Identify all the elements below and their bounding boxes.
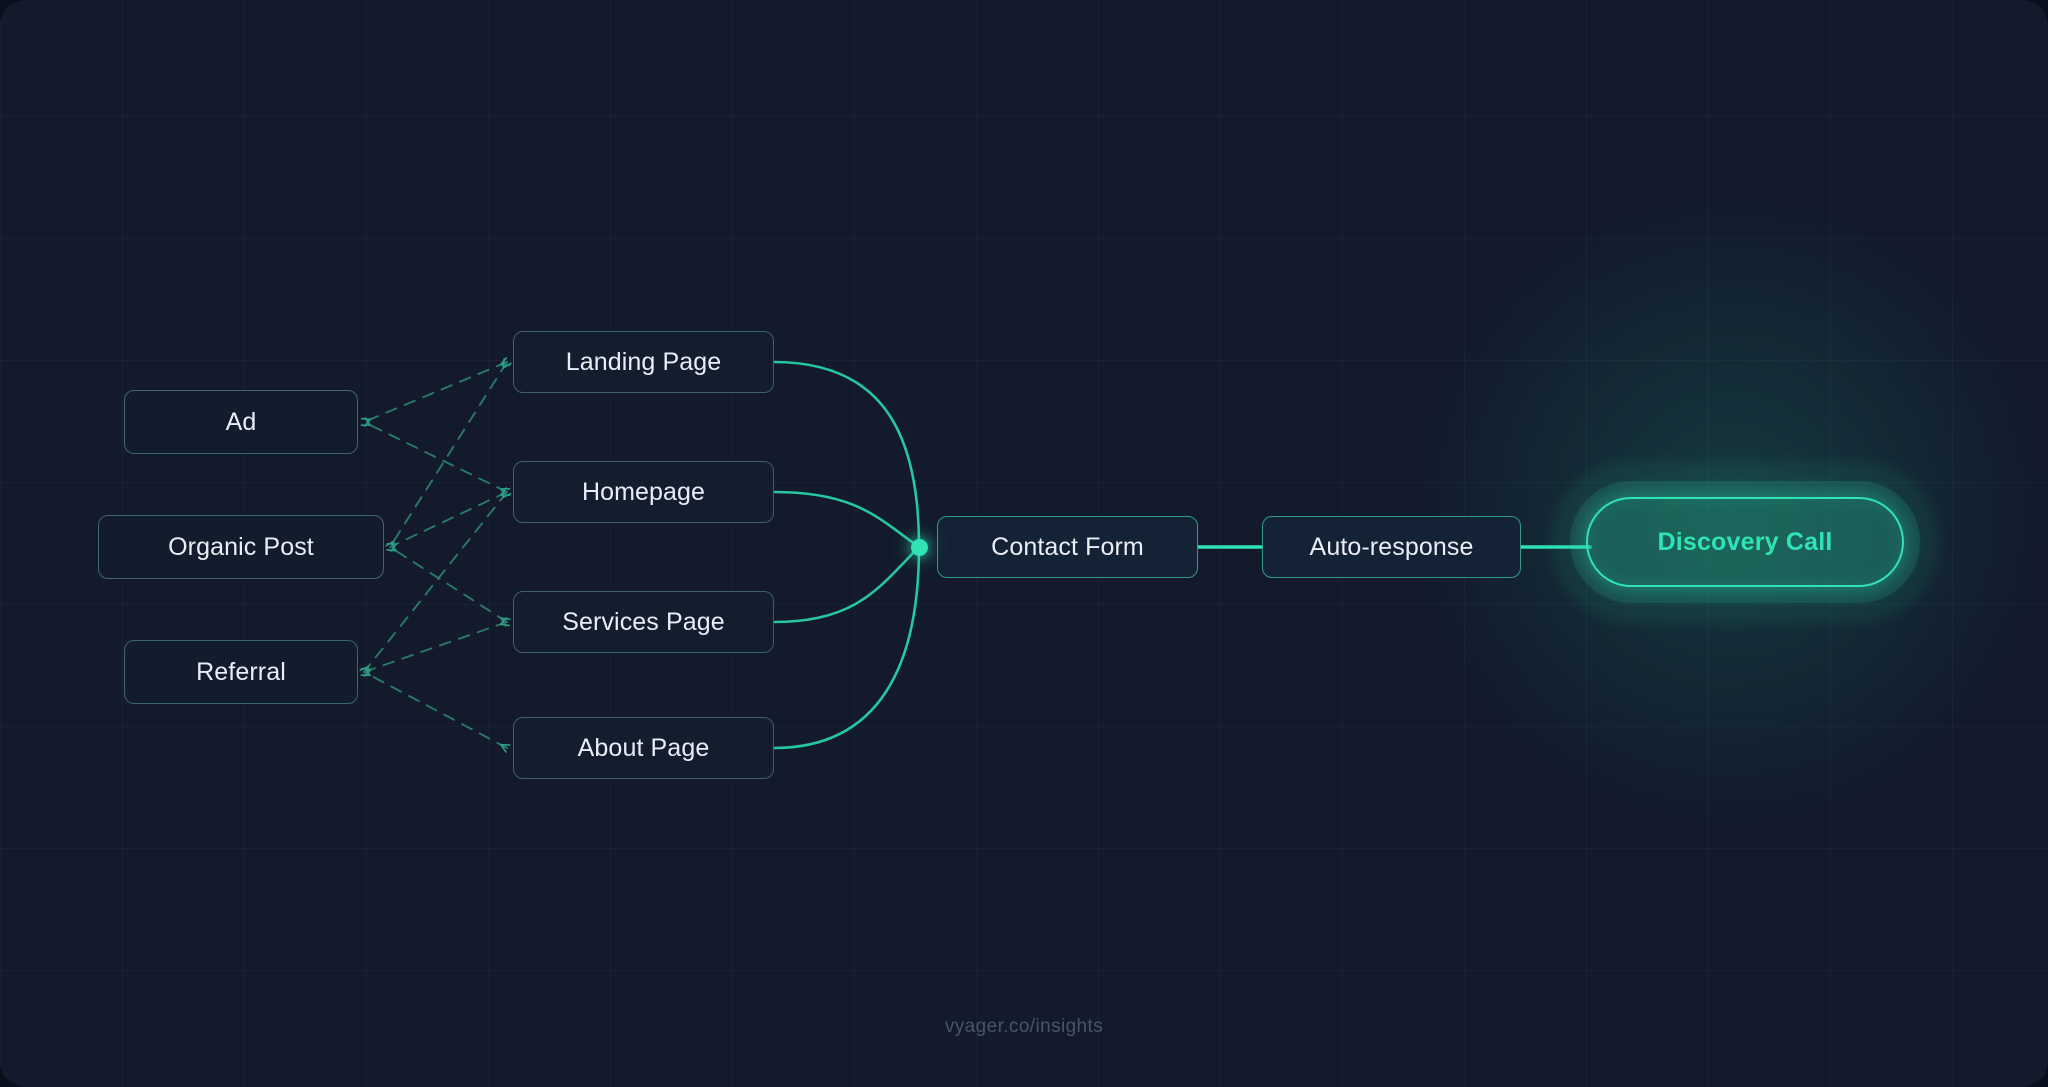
node-homepage-label: Homepage [581,477,706,506]
edge-landing-page-organic-post [385,358,512,551]
node-auto-response-label: Auto-response [1309,532,1474,561]
node-about-page[interactable]: About Page [513,717,774,779]
edge-services-page-junction [772,545,921,624]
node-ad[interactable]: Ad [124,390,358,454]
node-organic-post[interactable]: Organic Post [98,515,384,579]
node-discovery-call-label: Discovery Call [1657,527,1833,556]
node-contact-form-label: Contact Form [991,532,1144,561]
funnel-junction-dot [911,539,928,556]
edge-landing-page-junction [772,360,921,549]
node-landing-page[interactable]: Landing Page [513,331,774,393]
edge-about-page-junction [772,545,921,750]
node-contact-form[interactable]: Contact Form [937,516,1198,578]
edge-homepage-ad [360,417,511,497]
edge-about-page-referral [360,667,511,753]
node-discovery-call[interactable]: Discovery Call [1550,461,1940,623]
node-ad-label: Ad [225,407,257,436]
node-auto-response[interactable]: Auto-response [1262,516,1521,578]
edge-homepage-referral [359,487,512,677]
edge-homepage-junction [772,490,921,549]
node-landing-page-label: Landing Page [565,347,722,376]
node-services-page[interactable]: Services Page [513,591,774,653]
edge-landing-page-ad [360,357,511,427]
node-referral-label: Referral [196,657,286,686]
edge-homepage-organic-post [386,487,511,552]
node-organic-post-label: Organic Post [168,532,314,561]
node-services-page-label: Services Page [562,607,725,636]
edge-services-page-referral [360,617,511,677]
node-referral[interactable]: Referral [124,640,358,704]
node-about-page-label: About Page [577,733,710,762]
edge-services-page-organic-post [386,542,511,627]
node-homepage[interactable]: Homepage [513,461,774,523]
goal-pill: Discovery Call [1586,497,1904,587]
footer-watermark: vyager.co/insights [944,1016,1104,1037]
